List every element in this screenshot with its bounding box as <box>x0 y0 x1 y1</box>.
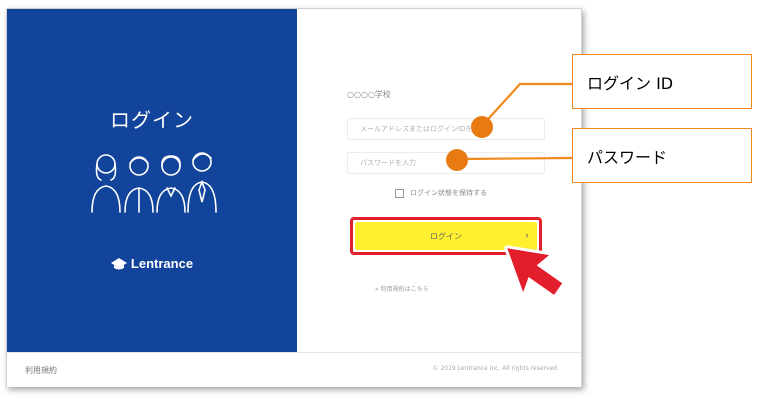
footer: 利用規約 © 2019 Lentrance Inc. All rights re… <box>7 352 581 387</box>
callout-login-id-label: ログイン ID <box>587 73 674 93</box>
password-input[interactable] <box>347 152 545 174</box>
brand-logo: Lentrance <box>7 256 297 271</box>
people-illustration-icon <box>91 152 217 213</box>
chevron-right-icon: › <box>525 230 529 242</box>
callout-password-label: パスワード <box>587 147 668 167</box>
callout-password: パスワード <box>572 128 752 183</box>
remember-login-checkbox[interactable]: ログイン状態を保持する <box>395 188 487 198</box>
school-name: ○○○○学校 <box>347 90 391 99</box>
callout-login-id: ログイン ID <box>572 54 752 109</box>
terms-of-use-link[interactable]: 利用規約 <box>25 366 57 375</box>
login-button-highlight: ログイン › <box>350 217 542 255</box>
checkbox-box[interactable] <box>395 188 404 198</box>
remember-label: ログイン状態を保持する <box>410 189 487 197</box>
login-button-label: ログイン <box>430 231 462 241</box>
copyright: © 2019 Lentrance Inc. All rights reserve… <box>432 365 559 372</box>
lentrance-logo-icon <box>110 258 127 270</box>
login-window: ログイン <box>6 8 582 387</box>
login-id-input[interactable] <box>347 118 545 140</box>
terms-link[interactable]: » 利用規約はこちら <box>375 286 429 293</box>
brand-name: Lentrance <box>130 256 194 271</box>
page-title: ログイン <box>110 108 194 132</box>
branding-panel: ログイン <box>7 9 297 352</box>
login-button[interactable]: ログイン › <box>355 222 537 250</box>
